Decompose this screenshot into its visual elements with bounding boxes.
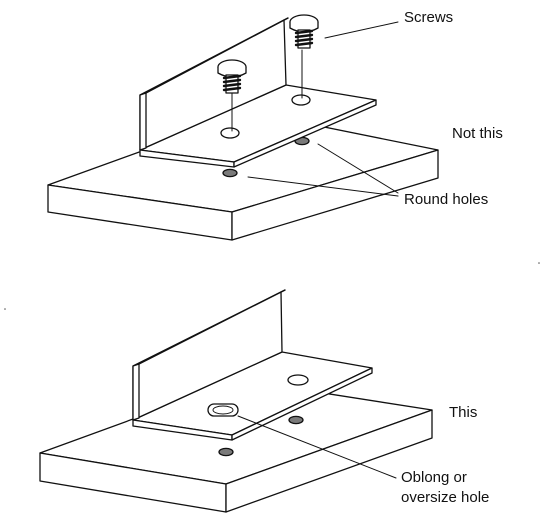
label-this: This (449, 404, 478, 421)
bottom-assembly (39, 289, 433, 513)
label-round-holes: Round holes (404, 191, 489, 208)
label-not-this: Not this (452, 125, 503, 142)
top-assembly (47, 14, 439, 241)
board-hole (218, 447, 234, 457)
label-oblong-line2: oversize hole (401, 489, 490, 506)
board-hole (222, 168, 238, 178)
board-hole (288, 415, 304, 425)
label-screws: Screws (404, 9, 454, 26)
bottom-angle-bracket (132, 289, 373, 441)
label-oblong-line1: Oblong or (401, 469, 467, 486)
screw (217, 59, 247, 132)
top-angle-bracket (139, 17, 377, 168)
screw (289, 14, 319, 99)
oblong-hole (207, 403, 239, 417)
